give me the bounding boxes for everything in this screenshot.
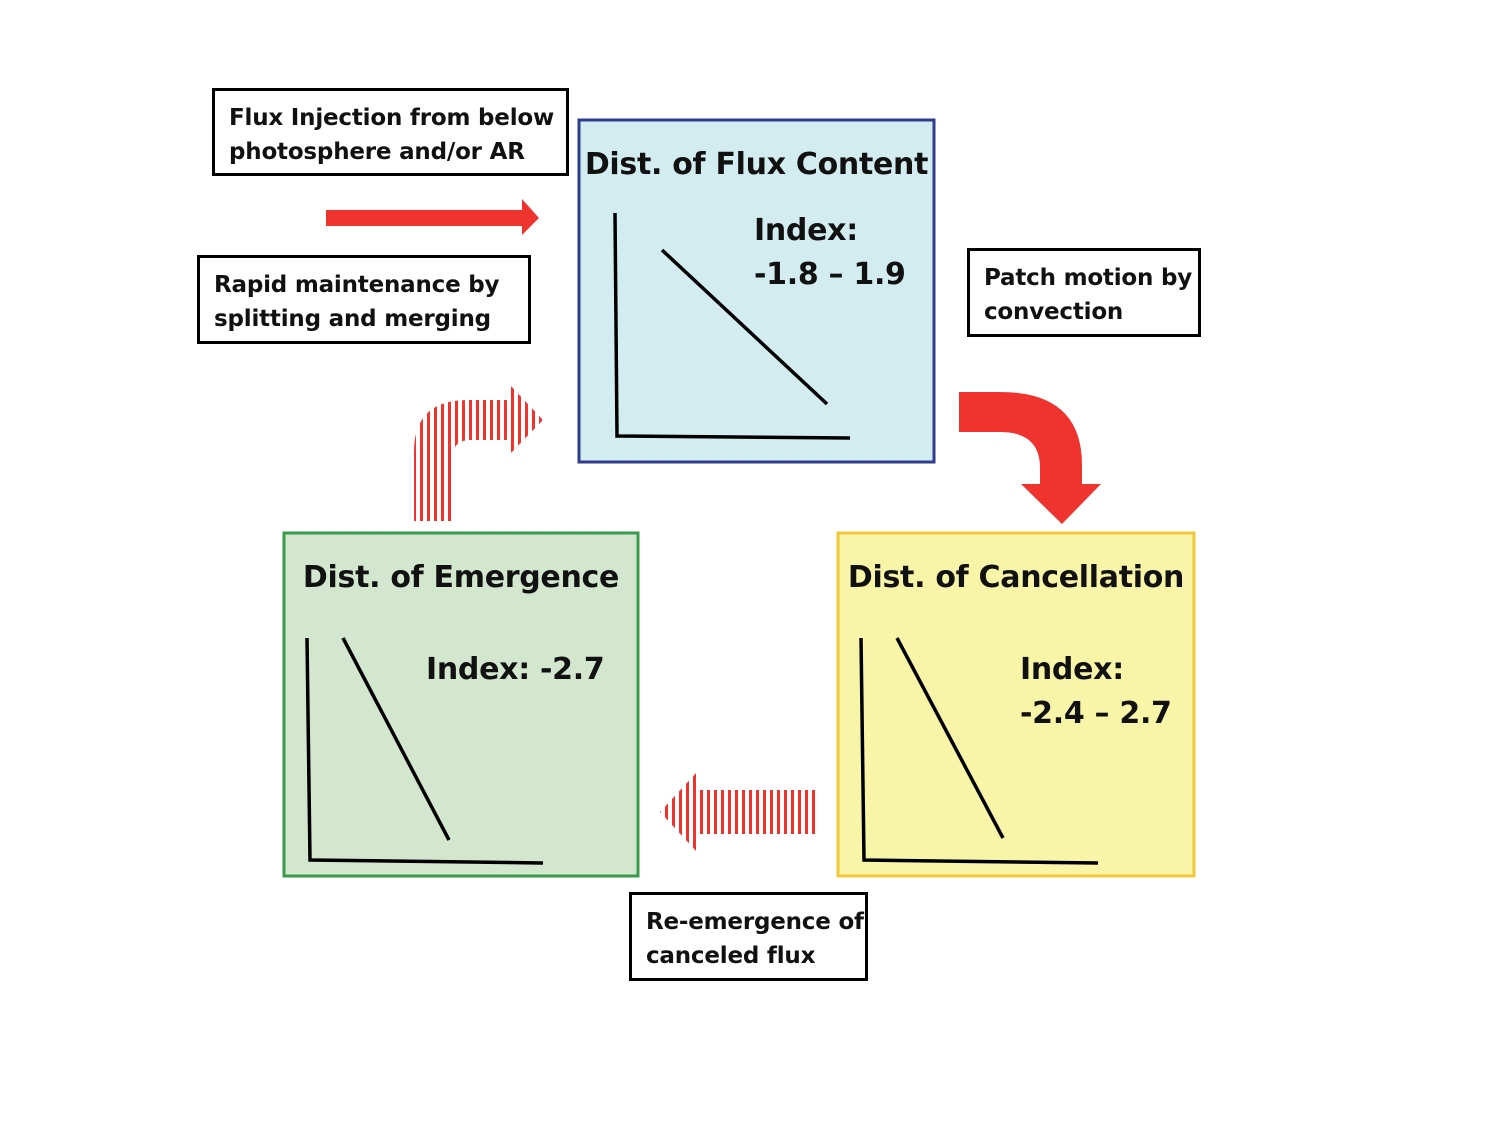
flux-content-index-label: Index: [754, 213, 858, 248]
flux-content-panel: Dist. of Flux Content Index: -1.8 – 1.9 [579, 120, 934, 462]
cancellation-index: Index: -2.4 – 2.7 [1020, 648, 1172, 736]
emergence-index: Index: -2.7 [426, 648, 605, 692]
reemergence-note: Re-emergence of canceled flux [629, 892, 868, 981]
rapid-maintenance-note: Rapid maintenance by splitting and mergi… [197, 255, 531, 344]
cancellation-index-label: Index: [1020, 652, 1124, 687]
emergence-axes [305, 637, 544, 865]
emergence-slope-line [341, 637, 451, 841]
flux-content-title: Dist. of Flux Content [584, 147, 929, 182]
flux-content-plot [613, 212, 851, 440]
cancellation-index-value: -2.4 – 2.7 [1020, 696, 1172, 731]
flux-content-axes [613, 212, 851, 440]
emergence-title: Dist. of Emergence [302, 560, 620, 595]
flux-content-panel-bg [579, 120, 934, 462]
patch-motion-line2: convection [984, 299, 1124, 325]
reemergence-line2: canceled flux [646, 943, 816, 969]
flux-injection-note: Flux Injection from below photosphere an… [212, 88, 569, 176]
flux-injection-line2: photosphere and/or AR [229, 139, 525, 165]
rapid-maintenance-line2: splitting and merging [214, 306, 491, 332]
patch-motion-line1: Patch motion by [984, 265, 1193, 291]
flux-content-panel-border [577, 118, 936, 464]
emergence-index-label: Index: -2.7 [426, 652, 605, 687]
cancellation-panel-border [836, 531, 1196, 878]
emergence-panel-bg [284, 533, 638, 876]
flux-content-slope-line [660, 248, 829, 406]
cancellation-slope-line [895, 637, 1005, 839]
emergence-panel-border [282, 531, 640, 878]
cancellation-axes [859, 637, 1099, 865]
reemergence-line1: Re-emergence of [646, 909, 864, 935]
patch-motion-note: Patch motion by convection [967, 248, 1201, 337]
cancellation-title: Dist. of Cancellation [847, 560, 1185, 595]
cancellation-panel-bg [838, 533, 1194, 876]
cancellation-panel: Dist. of Cancellation Index: -2.4 – 2.7 [838, 533, 1194, 876]
flux-content-index-value: -1.8 – 1.9 [754, 257, 906, 292]
cancellation-plot [859, 637, 1099, 865]
emergence-plot [305, 637, 544, 865]
hatched-arrow-left-icon [660, 772, 815, 852]
emergence-panel: Dist. of Emergence Index: -2.7 [284, 533, 638, 876]
hatched-curved-arrow-up-right-icon [414, 383, 543, 521]
flux-content-index: Index: -1.8 – 1.9 [754, 209, 906, 297]
arrow-right-icon [326, 199, 539, 235]
flux-injection-line1: Flux Injection from below [229, 105, 555, 131]
rapid-maintenance-line1: Rapid maintenance by [214, 272, 500, 298]
curved-arrow-down-icon [959, 392, 1101, 524]
